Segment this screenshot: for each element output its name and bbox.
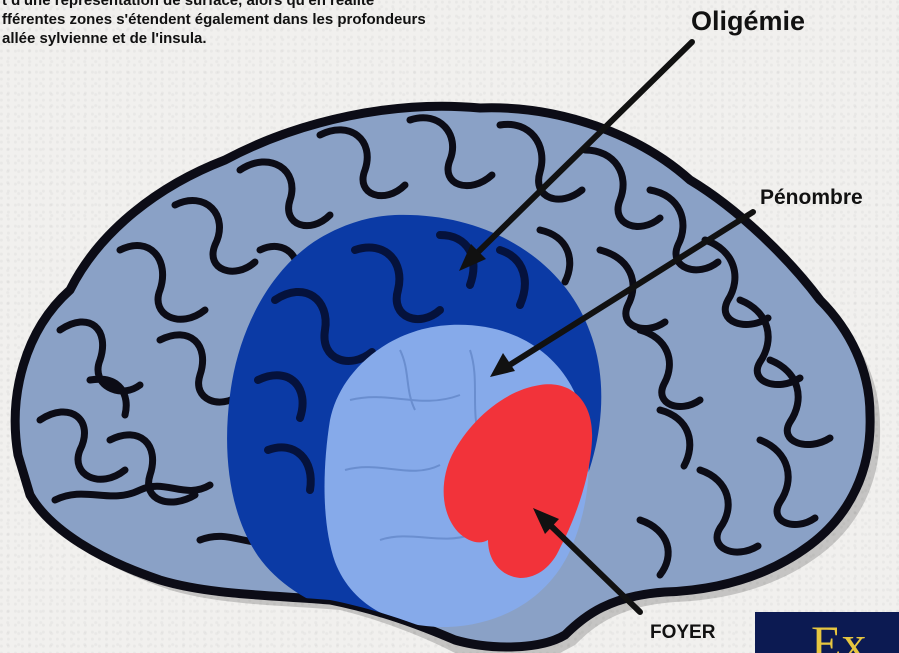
label-foyer: FOYER xyxy=(650,622,715,644)
logo-text: Ex xyxy=(811,615,867,653)
corner-logo: Ex xyxy=(755,612,899,653)
label-oligemie: Oligémie xyxy=(691,6,805,37)
label-penombre: Pénombre xyxy=(760,186,863,210)
